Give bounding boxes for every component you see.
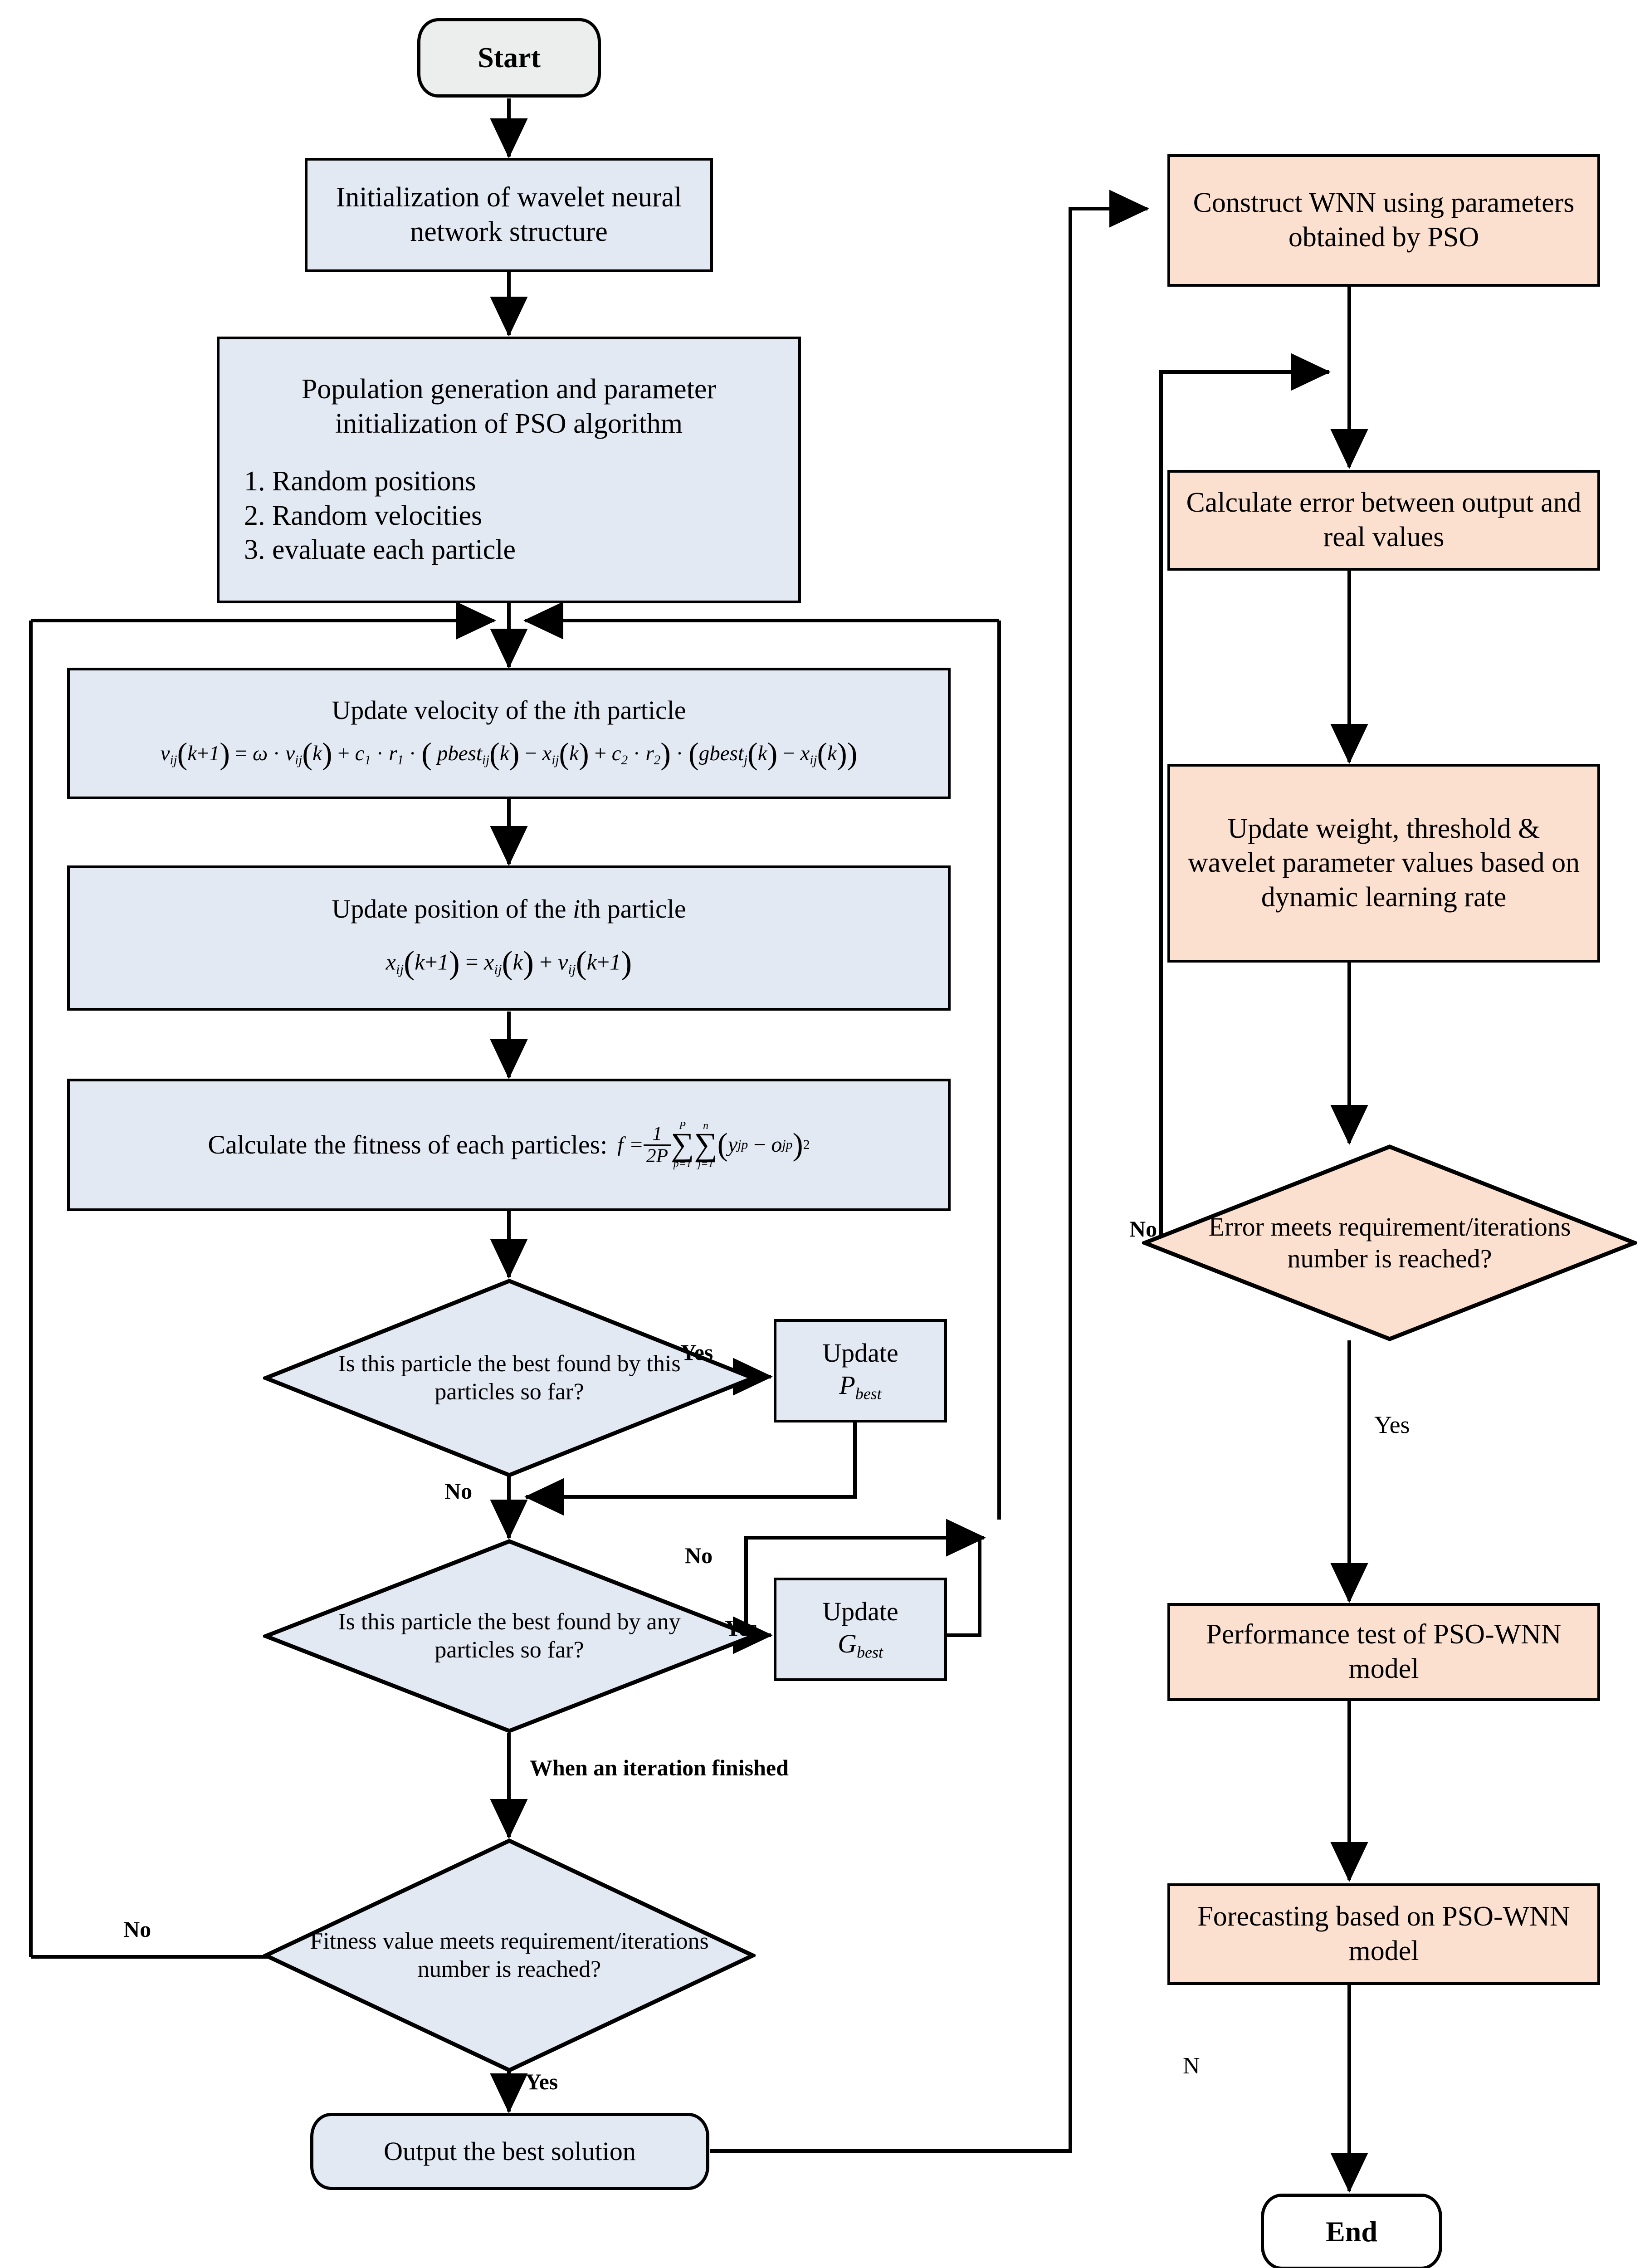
fitness-sum-2: n ∑ j=1	[694, 1120, 718, 1170]
pso-init-heading: Population generation and parameter init…	[301, 373, 717, 439]
pso-init-item-3: 3. evaluate each particle	[244, 534, 516, 566]
calc-error-label: Calculate error between output and real …	[1186, 487, 1581, 552]
pbest-sub: best	[855, 1384, 882, 1403]
stray-n-mark: N	[1183, 2053, 1200, 2079]
decision-pbest-label: Is this particle the best found by this …	[338, 1350, 681, 1405]
fitness-power: 2	[803, 1137, 810, 1152]
fitness-yes-text: Yes	[525, 2069, 558, 2094]
output-best-label: Output the best solution	[384, 2136, 636, 2166]
edge-label-error-no: No	[1129, 1216, 1157, 1242]
start-label: Start	[478, 41, 541, 74]
end-label: End	[1326, 2215, 1377, 2248]
performance-test-label: Performance test of PSO-WNN model	[1206, 1619, 1562, 1684]
edge-label-fitness-no: No	[123, 1916, 151, 1942]
fitness-frac-den: 2P	[646, 1145, 669, 1167]
update-gbest-symbol: Gbest	[838, 1628, 883, 1662]
uv-title-italic: i	[572, 695, 581, 725]
sum1-lower: p=1	[673, 1158, 692, 1170]
forecasting-label: Forecasting based on PSO-WNN model	[1197, 1901, 1570, 1966]
output-best-solution[interactable]: Output the best solution	[310, 2113, 709, 2190]
edge-label-pbest-no: No	[444, 1478, 472, 1504]
update-velocity-box[interactable]: Update velocity of the ith particle vij(…	[67, 668, 951, 799]
sum2-lower: j=1	[698, 1158, 714, 1170]
update-position-title: Update position of the ith particle	[332, 893, 686, 925]
up-title-suffix: th particle	[580, 894, 686, 924]
update-pbest-symbol: Pbest	[839, 1369, 881, 1404]
fitness-term-a-sub: jp	[737, 1137, 748, 1152]
update-pbest-box[interactable]: Update Pbest	[774, 1319, 947, 1422]
error-no-text: No	[1129, 1216, 1157, 1242]
sum2-upper: n	[703, 1120, 708, 1132]
calc-error-box[interactable]: Calculate error between output and real …	[1167, 470, 1600, 571]
pso-init-item-2: 2. Random velocities	[244, 500, 483, 531]
update-velocity-title: Update velocity of the ith particle	[332, 694, 686, 727]
decision-error[interactable]: Error meets requirement/iterations numbe…	[1142, 1144, 1637, 1342]
uv-title-suffix: th particle	[580, 695, 686, 725]
error-yes-text: Yes	[1374, 1411, 1410, 1438]
decision-gbest[interactable]: Is this particle the best found by any p…	[263, 1539, 756, 1734]
gbest-no-text: No	[685, 1543, 713, 1568]
decision-error-label: Error meets requirement/iterations numbe…	[1208, 1212, 1571, 1273]
construct-wnn-box[interactable]: Construct WNN using parameters obtained …	[1167, 154, 1600, 287]
init-wnn-box[interactable]: Initialization of wavelet neural network…	[305, 158, 713, 272]
gbest-yes-text: Yes	[725, 1615, 758, 1641]
decision-gbest-label: Is this particle the best found by any p…	[338, 1608, 681, 1663]
update-velocity-formula: vij(k+1) = ω · vij(k) + c1 · r1 · ( pbes…	[160, 736, 858, 771]
fitness-box[interactable]: Calculate the fitness of each particles:…	[67, 1079, 951, 1211]
fitness-minus: −	[753, 1132, 766, 1157]
pso-init-item-1: 1. Random positions	[244, 466, 476, 497]
fitness-term-b-sub: jp	[782, 1137, 793, 1152]
fitness-frac-num: 1	[644, 1124, 671, 1146]
update-weights-label: Update weight, threshold & wavelet param…	[1187, 813, 1580, 913]
update-gbest-box[interactable]: Update Gbest	[774, 1578, 947, 1681]
edge-label-iteration-finished: When an iteration finished	[530, 1755, 789, 1781]
up-title-italic: i	[572, 894, 581, 924]
start-terminator[interactable]: Start	[417, 18, 601, 98]
decision-fitness[interactable]: Fitness value meets requirement/iteratio…	[263, 1838, 756, 2073]
pbest-no-text: No	[444, 1478, 473, 1504]
fitness-term-a: y	[727, 1132, 738, 1157]
update-pbest-label: Update	[822, 1338, 898, 1368]
fitness-sum-1: P ∑ p=1	[671, 1120, 694, 1170]
gbest-sub: best	[856, 1643, 883, 1662]
update-weights-box[interactable]: Update weight, threshold & wavelet param…	[1167, 764, 1600, 963]
edge-label-fitness-yes: Yes	[525, 2068, 558, 2095]
update-position-formula: xij(k+1) = xij(k) + vij(k+1)	[386, 944, 632, 981]
fitness-no-text: No	[123, 1916, 151, 1942]
stray-n-text: N	[1183, 2053, 1200, 2079]
construct-wnn-label: Construct WNN using parameters obtained …	[1193, 187, 1575, 253]
pbest-main: P	[839, 1370, 855, 1400]
fitness-lhs: f =	[617, 1132, 644, 1157]
performance-test-box[interactable]: Performance test of PSO-WNN model	[1167, 1603, 1600, 1701]
decision-fitness-label: Fitness value meets requirement/iteratio…	[310, 1928, 709, 1982]
fitness-term-b: o	[771, 1132, 782, 1157]
edge-label-error-yes: Yes	[1374, 1411, 1410, 1439]
edge-label-gbest-no: No	[685, 1542, 713, 1569]
pbest-yes-text: Yes	[680, 1339, 713, 1365]
pso-init-box[interactable]: Population generation and parameter init…	[217, 337, 801, 603]
up-title-prefix: Update position of the	[332, 894, 573, 924]
uv-title-prefix: Update velocity of the	[332, 695, 573, 725]
edge-label-gbest-yes: Yes	[725, 1615, 757, 1641]
decision-pbest[interactable]: Is this particle the best found by this …	[263, 1278, 756, 1478]
end-terminator[interactable]: End	[1261, 2194, 1442, 2268]
iteration-finished-text: When an iteration finished	[530, 1755, 789, 1780]
edge-label-pbest-yes: Yes	[680, 1339, 713, 1365]
update-gbest-label: Update	[822, 1597, 898, 1627]
fitness-fraction: 1 2P	[644, 1124, 671, 1166]
forecasting-box[interactable]: Forecasting based on PSO-WNN model	[1167, 1883, 1600, 1985]
gbest-main: G	[838, 1629, 857, 1659]
update-position-box[interactable]: Update position of the ith particle xij(…	[67, 865, 951, 1011]
sum1-upper: P	[679, 1120, 686, 1132]
fitness-label: Calculate the fitness of each particles:	[208, 1129, 608, 1159]
init-wnn-label: Initialization of wavelet neural network…	[336, 182, 682, 247]
